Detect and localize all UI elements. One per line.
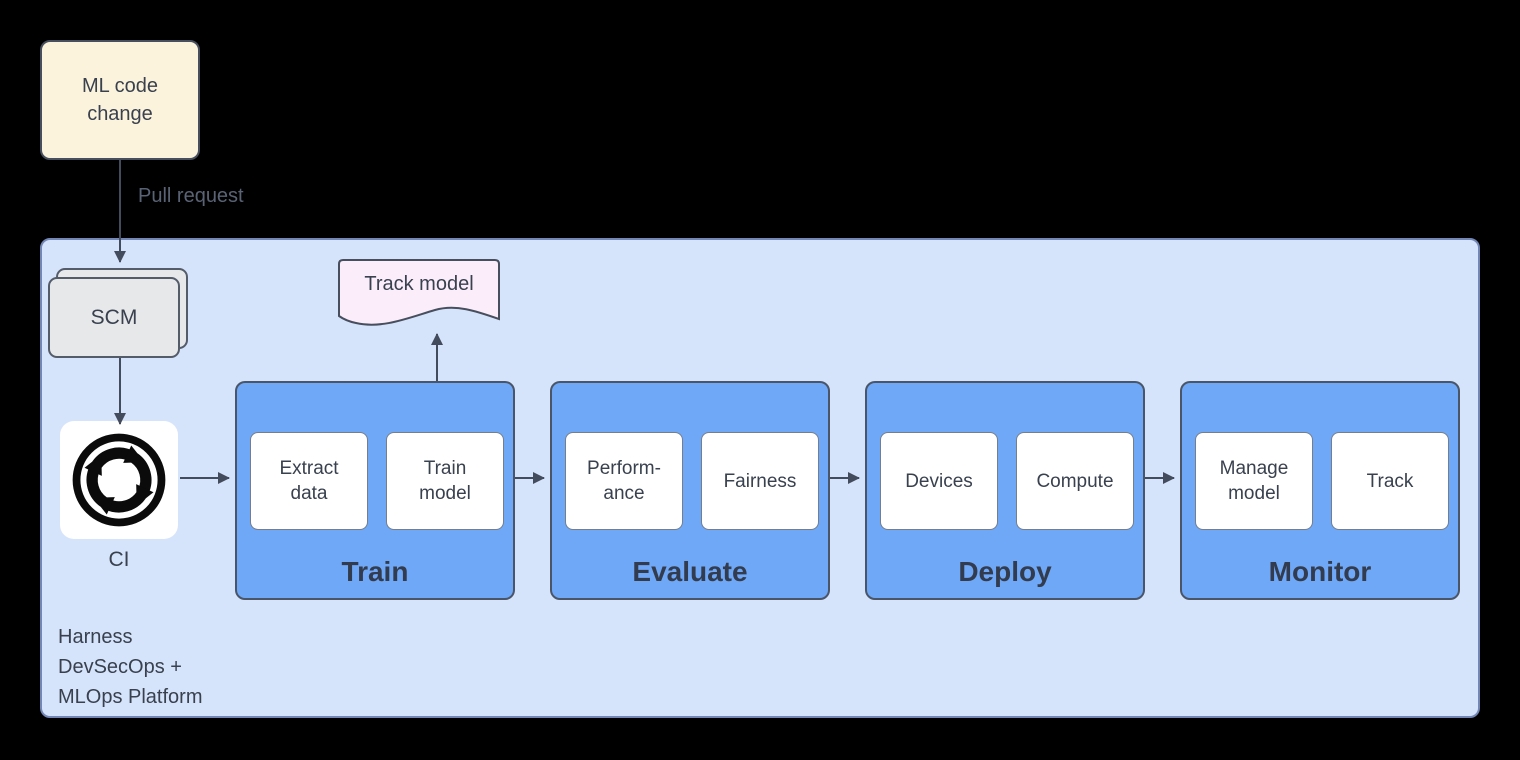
- stage-item-label: Perform- ance: [587, 458, 661, 504]
- stage-label-train: Train: [341, 556, 409, 587]
- stage-item: Track: [1331, 432, 1449, 530]
- stage-label-monitor: Monitor: [1268, 556, 1372, 587]
- stage-item: Train model: [386, 432, 504, 530]
- stage-item: Manage model: [1195, 432, 1313, 530]
- stage-item: Devices: [880, 432, 998, 530]
- stage-monitor: Manage model Track Monitor: [1180, 381, 1460, 600]
- pull-request-label: Pull request: [138, 185, 244, 207]
- stage-label-evaluate: Evaluate: [632, 556, 748, 587]
- ci-label: CI: [108, 548, 130, 571]
- stage-evaluate: Perform- ance Fairness Evaluate: [550, 381, 830, 600]
- node-scm: SCM: [48, 277, 180, 358]
- stage-item-label: Extract data: [279, 458, 339, 504]
- node-track-model-doc: [338, 259, 500, 326]
- stage-train: Extract data Train model Train: [235, 381, 515, 600]
- scm-label: SCM: [90, 305, 138, 329]
- track-model-label: Track model: [364, 273, 474, 295]
- stage-label-deploy: Deploy: [958, 556, 1052, 587]
- ml-code-change-label: ML code change: [82, 75, 158, 125]
- platform-label: Harness DevSecOps + MLOps Platform: [58, 626, 203, 708]
- stage-item-label: Train model: [419, 458, 471, 504]
- stage-item-label: Compute: [1036, 470, 1114, 492]
- stage-item-label: Track: [1366, 470, 1414, 492]
- stage-item: Extract data: [250, 432, 368, 530]
- stage-item: Perform- ance: [565, 432, 683, 530]
- stage-item-label: Devices: [905, 470, 973, 492]
- stage-deploy: Devices Compute Deploy: [865, 381, 1145, 600]
- node-ci: [60, 421, 178, 539]
- stage-item-label: Fairness: [723, 470, 797, 492]
- cycle-arrows-icon: [72, 433, 166, 527]
- node-ml-code-change: ML code change: [40, 40, 200, 160]
- stage-item-label: Manage model: [1219, 458, 1289, 504]
- stage-item: Compute: [1016, 432, 1134, 530]
- stage-item: Fairness: [701, 432, 819, 530]
